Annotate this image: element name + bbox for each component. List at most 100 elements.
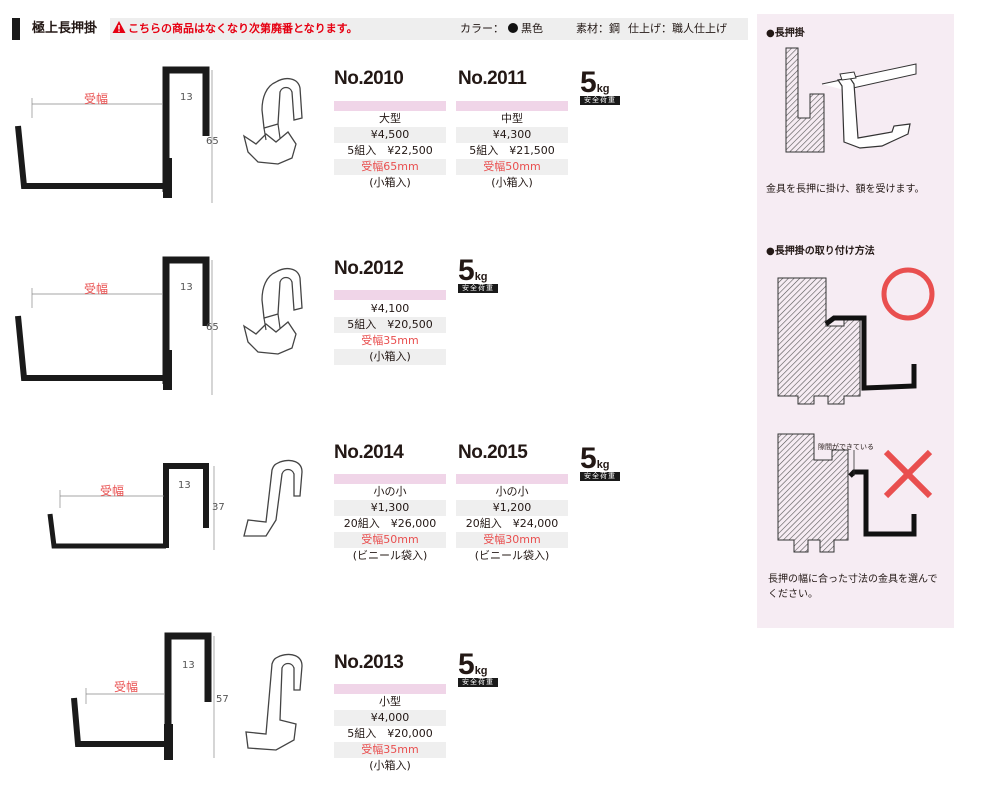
load-number: 5: [458, 254, 475, 287]
receiving-width-label: 受幅: [100, 484, 125, 498]
nageshi-illustration: [785, 47, 917, 153]
hook-dimension-drawing-2012: [15, 256, 213, 395]
receiving-width-label: 受幅: [84, 282, 109, 296]
size-label: 小の小: [373, 485, 407, 498]
set-price: 5組入 ¥22,500: [347, 144, 433, 157]
safe-load-badge: 5kg 安全荷重: [580, 444, 620, 481]
product-spec-2014: 小の小 ¥1,300 20組入 ¥26,000 受幅50mm (ビニール袋入): [334, 474, 446, 564]
load-label: 安全荷重: [458, 678, 498, 687]
dimension-65: 65: [206, 136, 219, 147]
product-spec-2015: 小の小 ¥1,200 20組入 ¥24,000 受幅30mm (ビニール袋入): [456, 474, 568, 564]
size-label: 中型: [501, 112, 523, 125]
install-description-line1: 長押の幅に合った寸法の金具を選んで: [768, 574, 938, 585]
section-title-install: ●長押掛の取り付け方法: [766, 246, 875, 257]
load-unit: kg: [596, 459, 610, 471]
set-price: 5組入 ¥21,500: [469, 144, 555, 157]
incorrect-install-illustration: [777, 433, 933, 553]
pink-divider: [456, 474, 568, 484]
header-info-bar: [110, 18, 748, 40]
pink-divider: [456, 101, 568, 111]
product-number-2011: No.2011: [458, 68, 527, 89]
unit-price: ¥4,000: [334, 710, 446, 726]
unit-price: ¥4,500: [334, 127, 446, 143]
packaging: (小箱入): [369, 176, 411, 189]
warning-icon: [112, 21, 126, 33]
set-price: 20組入 ¥26,000: [343, 517, 437, 530]
hook-product-photo-2012: [242, 267, 303, 355]
hook-dimension-drawing-small: [47, 463, 215, 550]
discontinued-notice: こちらの商品はなくなり次第廃番となります。: [128, 22, 358, 35]
dimension-65: 65: [206, 322, 219, 333]
load-label: 安全荷重: [580, 96, 620, 105]
size-label: 大型: [379, 112, 401, 125]
color-label: カラー：: [460, 22, 504, 35]
receiving-width: 受幅50mm: [456, 159, 568, 175]
install-description-line2: ください。: [768, 589, 818, 600]
gap-label: 隙間ができている: [818, 443, 874, 451]
page-title: 極上長押掛: [32, 21, 98, 36]
load-label: 安全荷重: [580, 472, 620, 481]
dimension-13: 13: [180, 92, 193, 103]
pink-divider: [334, 101, 446, 111]
receiving-width-label: 受幅: [84, 92, 109, 106]
color-value: 黒色: [521, 22, 543, 35]
hook-product-photo-2013: [245, 653, 303, 751]
unit-price: ¥1,200: [456, 500, 568, 516]
receiving-width: 受幅35mm: [361, 334, 419, 347]
receiving-width: 受幅35mm: [334, 742, 446, 758]
size-label: 小型: [379, 695, 401, 708]
packaging: (小箱入): [369, 759, 411, 772]
load-unit: kg: [596, 83, 610, 95]
receiving-width: 受幅30mm: [456, 532, 568, 548]
safe-load-badge: 5kg 安全荷重: [458, 650, 498, 687]
dimension-37: 37: [212, 502, 225, 513]
load-unit: kg: [474, 271, 488, 283]
load-number: 5: [458, 648, 475, 681]
product-spec-2013: 小型 ¥4,000 5組入 ¥20,000 受幅35mm (小箱入): [334, 684, 446, 774]
product-number-2015: No.2015: [458, 442, 528, 463]
unit-price: ¥4,100: [370, 302, 410, 315]
finish-info: 仕上げ：職人仕上げ: [628, 22, 727, 35]
load-label: 安全荷重: [458, 284, 498, 293]
product-number-2014: No.2014: [334, 442, 404, 463]
dimension-13: 13: [178, 480, 191, 491]
hook-product-photo-large: [242, 77, 303, 165]
correct-circle-icon: [881, 267, 935, 321]
set-price: 5組入 ¥20,500: [334, 317, 446, 333]
pink-divider: [334, 474, 446, 484]
nageshi-description: 金具を長押に掛け、額を受けます。: [766, 184, 925, 195]
color-info: カラー： 黒色: [460, 18, 543, 40]
packaging: (小箱入): [491, 176, 533, 189]
product-number-2013: No.2013: [334, 652, 404, 673]
product-spec-2012: ¥4,100 5組入 ¥20,500 受幅35mm (小箱入): [334, 290, 446, 365]
dimension-13: 13: [180, 282, 193, 293]
unit-price: ¥1,300: [334, 500, 446, 516]
load-number: 5: [580, 442, 597, 475]
set-price: 5組入 ¥20,000: [347, 727, 433, 740]
header-marker: [12, 18, 20, 40]
product-spec-2010: 大型 ¥4,500 5組入 ¥22,500 受幅65mm (小箱入): [334, 101, 446, 191]
product-number-2012: No.2012: [334, 258, 404, 279]
safe-load-badge: 5kg 安全荷重: [458, 256, 498, 293]
receiving-width-label: 受幅: [114, 680, 139, 694]
color-swatch: [508, 23, 518, 33]
dimension-13: 13: [182, 660, 195, 671]
section-title-nageshi: ●長押掛: [766, 28, 805, 39]
product-number-2010: No.2010: [334, 68, 404, 89]
set-price: 20組入 ¥24,000: [465, 517, 559, 530]
receiving-width: 受幅50mm: [334, 532, 446, 548]
pink-divider: [334, 684, 446, 694]
hook-product-photo-small: [243, 459, 303, 537]
material-info: 素材：鋼: [576, 22, 620, 35]
pink-divider: [334, 290, 446, 300]
hook-dimension-drawing-large: [15, 66, 213, 203]
packaging: (ビニール袋入): [352, 549, 428, 562]
unit-price: ¥4,300: [456, 127, 568, 143]
product-spec-2011: 中型 ¥4,300 5組入 ¥21,500 受幅50mm (小箱入): [456, 101, 568, 191]
load-number: 5: [580, 66, 597, 99]
receiving-width: 受幅65mm: [334, 159, 446, 175]
safe-load-badge: 5kg 安全荷重: [580, 68, 620, 105]
correct-install-illustration: [777, 267, 935, 405]
size-label: 小の小: [495, 485, 529, 498]
packaging: (小箱入): [334, 349, 446, 365]
